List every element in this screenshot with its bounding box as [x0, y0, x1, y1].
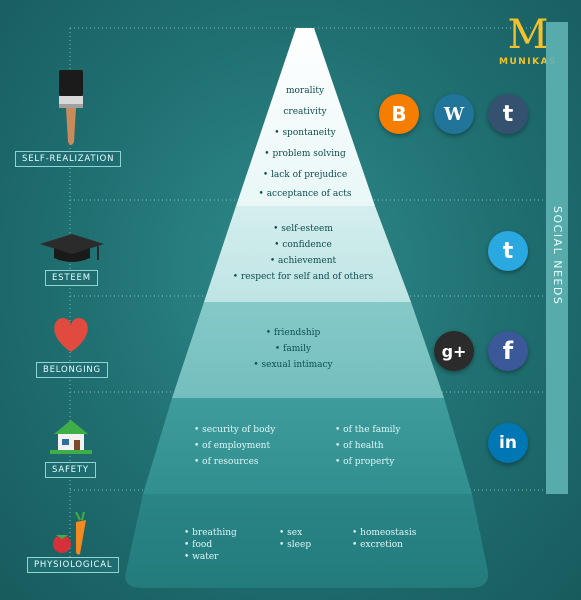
level-label-physiological: PHYSIOLOGICAL	[27, 557, 120, 573]
list-item: lack of prejudice	[245, 170, 365, 181]
paintbrush-icon	[59, 70, 83, 145]
list-item: morality	[285, 86, 325, 96]
list-item: creativity	[283, 107, 327, 117]
level-label-belonging: BELONGING	[36, 362, 108, 378]
pyramid-layer-self-realization	[236, 28, 375, 206]
list-item: homeostasis	[352, 527, 416, 539]
tumblr-icon[interactable]: t	[488, 94, 528, 134]
belonging-items: friendship family sexual intimacy	[238, 328, 348, 371]
list-item: of property	[335, 457, 400, 468]
safety-items-col2: of the family of health of property	[335, 425, 400, 468]
physiological-items-col3: homeostasis excretion	[352, 527, 416, 551]
social-needs-bar	[546, 22, 568, 494]
list-item: respect for self and of others	[218, 272, 388, 283]
twitter-icon[interactable]: t	[488, 231, 528, 271]
strawberry-carrot-icon	[53, 512, 86, 555]
list-item: self-esteem	[218, 224, 388, 235]
list-item: confidence	[218, 240, 388, 251]
list-item: friendship	[238, 328, 348, 339]
list-item: security of body	[194, 425, 275, 436]
blogger-icon[interactable]: B	[379, 94, 419, 134]
heart-icon	[54, 318, 88, 352]
list-item: sexual intimacy	[238, 360, 348, 371]
list-item: excretion	[352, 539, 416, 551]
list-item: of employment	[194, 441, 275, 452]
esteem-items: self-esteem confidence achievement respe…	[218, 224, 388, 283]
googleplus-icon[interactable]: g+	[434, 331, 474, 371]
list-item: water	[184, 551, 237, 563]
linkedin-icon[interactable]: in	[488, 423, 528, 463]
graduation-cap-icon	[40, 234, 104, 262]
wordpress-icon[interactable]: W	[434, 94, 474, 134]
list-item: achievement	[218, 256, 388, 267]
list-item: family	[238, 344, 348, 355]
physiological-items-col1: breathing food water	[184, 527, 237, 563]
brand-name: MUNIKAS	[499, 57, 558, 67]
brand-letter: M	[507, 12, 549, 58]
social-needs-label: SOCIAL NEEDS	[551, 206, 564, 306]
level-label-esteem: ESTEEM	[45, 270, 98, 286]
safety-items-col1: security of body of employment of resour…	[194, 425, 275, 468]
list-item: sex	[279, 527, 311, 539]
level-label-self-realization: SELF-REALIZATION	[15, 151, 122, 167]
list-item: of resources	[194, 457, 275, 468]
list-item: sleep	[279, 539, 311, 551]
list-item: acceptance of acts	[245, 189, 365, 200]
list-item: breathing	[184, 527, 237, 539]
physiological-items-col2: sex sleep	[279, 527, 311, 551]
list-item: problem solving	[245, 149, 365, 160]
list-item: food	[184, 539, 237, 551]
list-item: of health	[335, 441, 400, 452]
pyramid-layer-safety	[143, 398, 472, 494]
list-item: of the family	[335, 425, 400, 436]
house-icon	[50, 420, 92, 454]
brand-logo: M MUNIKAS	[499, 15, 557, 67]
list-item: spontaneity	[245, 128, 365, 139]
level-label-safety: SAFETY	[45, 462, 96, 478]
self-realization-items: morality creativity spontaneity problem …	[245, 86, 365, 200]
facebook-icon[interactable]: f	[488, 331, 528, 371]
